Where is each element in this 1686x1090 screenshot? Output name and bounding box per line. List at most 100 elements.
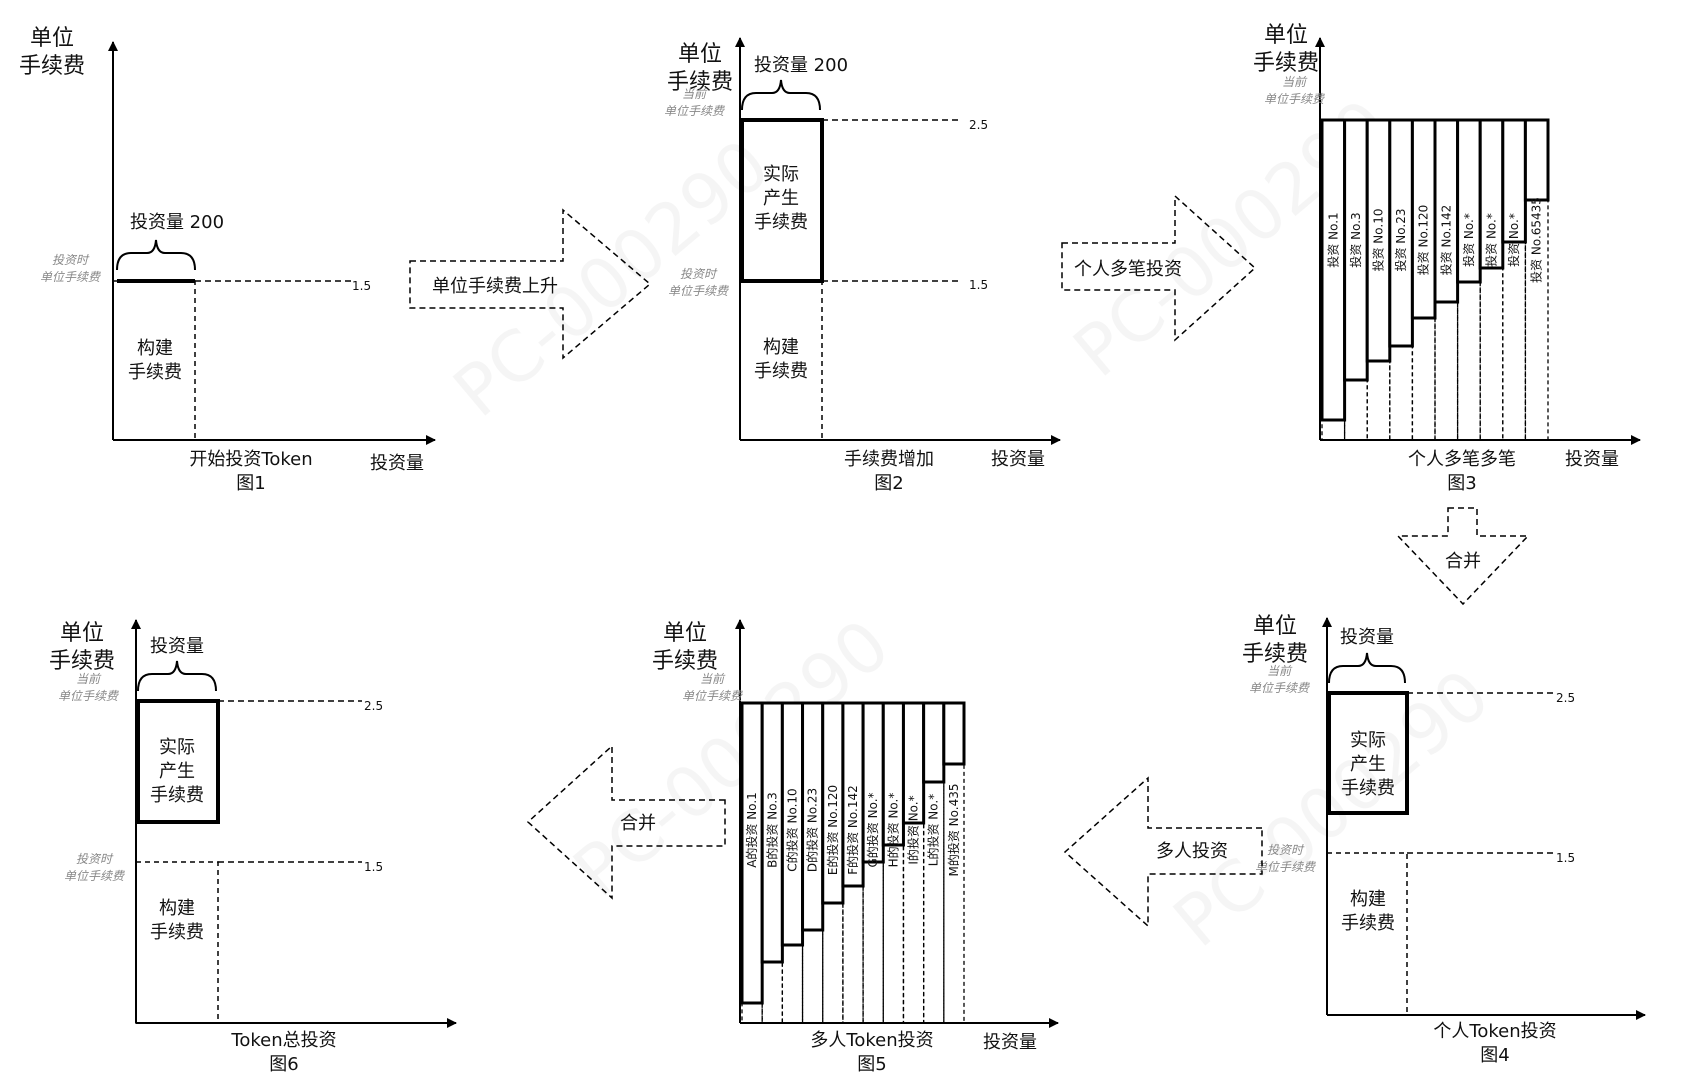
invest-time-note-line2: 单位手续费	[40, 270, 101, 284]
figure-label: 图4	[1480, 1045, 1509, 1066]
invest-time-note-line2: 单位手续费	[1255, 860, 1316, 874]
y-axis-label-line1: 单位	[663, 621, 707, 646]
invest-time-note-line2: 单位手续费	[64, 869, 125, 883]
bar-label: G的投资 No.*	[865, 792, 880, 867]
actual-fee-label-line3: 手续费	[1341, 778, 1395, 799]
value-label-high: 2.5	[969, 118, 988, 132]
y-axis-label-line1: 单位	[678, 42, 722, 67]
bar-build-section	[1434, 301, 1459, 441]
build-fee-label-line2: 手续费	[1341, 913, 1395, 934]
bar-build-section	[741, 1002, 763, 1024]
build-fee-block	[135, 861, 219, 1024]
arrow-shape	[526, 744, 726, 900]
actual-fee-label-line2: 产生	[159, 761, 195, 782]
current-note-line1: 当前	[1282, 75, 1308, 89]
arrow-label: 单位手续费上升	[432, 276, 558, 297]
x-axis-label: 投资量	[1565, 449, 1619, 470]
panel-1: 单位 手续费 投资量 1.5 构建 手续费 投资时 单位手续费 投资量 200 …	[19, 26, 436, 494]
actual-fee-label-line2: 产生	[763, 188, 799, 209]
invest-time-note-line1: 投资时	[52, 253, 90, 267]
y-axis-label-line2: 手续费	[19, 54, 85, 79]
brace	[1328, 652, 1406, 684]
bar-label: C的投资 No.10	[784, 788, 799, 871]
invest-time-note-line1: 投资时	[1267, 843, 1305, 857]
current-note-line2: 单位手续费	[682, 689, 743, 703]
current-note-line1: 当前	[76, 672, 102, 686]
build-fee-label-line1: 构建	[763, 337, 799, 358]
bar-label: E的投资 No.120	[825, 785, 840, 875]
value-label-low: 1.5	[364, 860, 383, 874]
bar-label: 投资 No.1	[1325, 212, 1340, 267]
brace-label: 投资量	[1340, 627, 1394, 648]
bar-label: 投资 No.65435	[1529, 197, 1544, 283]
build-fee-block	[112, 280, 196, 441]
bar-label: A的投资 No.1	[744, 792, 759, 868]
current-note-line2: 单位手续费	[664, 104, 725, 118]
figure-label: 图6	[269, 1054, 298, 1075]
y-axis-label-line2: 手续费	[1242, 642, 1308, 667]
panel-caption: Token总投资	[230, 1030, 336, 1051]
panel-4: 单位 手续费 2.5 1.5 实际 产生 手续费 构建 手续费 当前 单位手续费…	[1242, 614, 1646, 1066]
x-axis-label: 投资量	[983, 1032, 1037, 1053]
bar-build-section	[781, 944, 804, 1024]
bar-build-section	[1456, 281, 1481, 441]
panel-2: 单位 手续费 投资量 1.5 2.5 实际 产生 手续费 构建 手续费 当前 单…	[664, 37, 1061, 494]
bar-label: D的投资 No.23	[805, 788, 820, 872]
current-note-line2: 单位手续费	[1264, 92, 1325, 106]
build-fee-label-line1: 构建	[1350, 889, 1386, 910]
arrow-unit-fee-rise: 单位手续费上升	[409, 208, 652, 360]
brace-label: 投资量 200	[130, 212, 224, 233]
invest-time-note-line2: 单位手续费	[668, 284, 729, 298]
actual-fee-label-line2: 产生	[1350, 754, 1386, 775]
bar-label: 投资 No.*	[1461, 213, 1476, 267]
arrow-multi-person-invest: 多人投资	[1063, 776, 1263, 928]
current-note-line1: 当前	[1267, 664, 1293, 678]
arrow-label: 个人多笔投资	[1074, 259, 1182, 280]
actual-fee-block	[136, 699, 220, 824]
bar-build-section	[801, 929, 824, 1024]
figure-label: 图5	[857, 1054, 886, 1075]
bar-build-section	[822, 902, 844, 1024]
watermark-text: PC-000290	[1158, 654, 1505, 963]
current-note-line2: 单位手续费	[58, 689, 119, 703]
panel-caption: 个人Token投资	[1433, 1021, 1556, 1042]
figure-label: 图3	[1447, 473, 1476, 494]
investment-bar	[922, 701, 946, 784]
bar-build-section	[1411, 317, 1436, 441]
bar-label: 投资 No.*	[1484, 213, 1499, 267]
current-note-line1: 当前	[682, 87, 708, 101]
build-fee-label-line2: 手续费	[128, 362, 182, 383]
build-fee-label-line1: 构建	[137, 338, 173, 359]
y-axis-label-line1: 单位	[60, 621, 104, 646]
bar-build-section	[862, 861, 884, 1024]
y-axis-label-line1: 单位	[1253, 614, 1297, 639]
actual-fee-block	[1327, 691, 1409, 815]
actual-fee-label-line1: 实际	[1350, 730, 1386, 751]
value-label-low: 1.5	[1556, 851, 1575, 865]
bar-build-section	[1366, 360, 1391, 441]
value-label-high: 2.5	[364, 699, 383, 713]
brace-label: 投资量 200	[754, 55, 848, 76]
investment-bar	[1523, 118, 1550, 202]
bar-label: B的投资 No.3	[764, 792, 779, 868]
build-fee-block	[1326, 852, 1408, 1016]
value-label-low: 1.5	[969, 278, 988, 292]
bar-build-section	[1524, 199, 1549, 441]
bar-label: 投资 No.3	[1348, 212, 1363, 267]
bar-label: M的投资 No.435	[946, 784, 961, 877]
build-fee-label-line2: 手续费	[150, 922, 204, 943]
bar-label: L的投资 No.*	[926, 794, 941, 866]
panel-caption: 个人多笔多笔	[1408, 449, 1516, 470]
y-axis-label-line2: 手续费	[49, 649, 115, 674]
bar-label: F的投资 No.142	[845, 785, 860, 875]
value-label-low: 1.5	[352, 279, 371, 293]
y-axis-label-line2: 手续费	[667, 70, 733, 95]
y-axis-label-line1: 单位	[30, 26, 74, 51]
bar-build-section	[842, 885, 864, 1024]
y-axis-label-line1: 单位	[1264, 23, 1308, 48]
bar-build-section	[761, 961, 784, 1024]
y-axis-label-line2: 手续费	[652, 649, 718, 674]
